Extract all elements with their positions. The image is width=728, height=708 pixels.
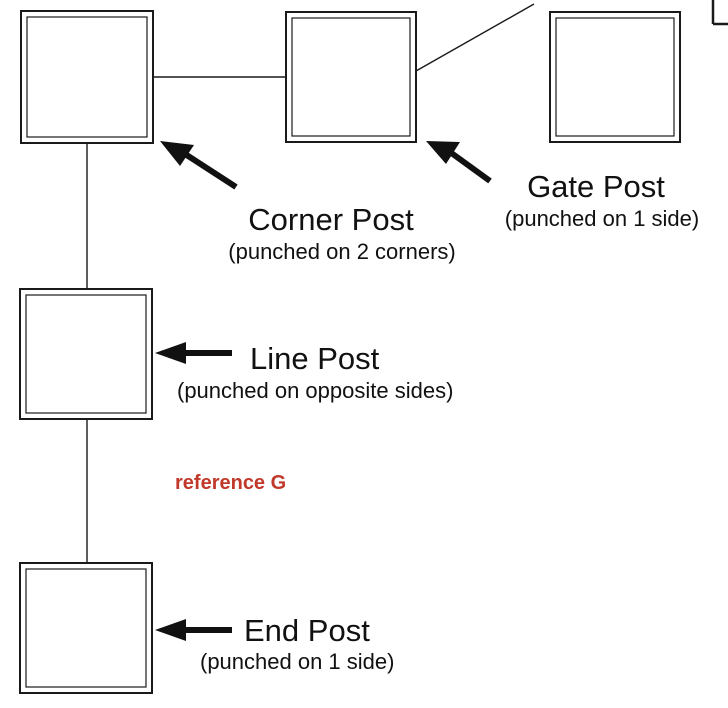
offpage-edge-mark: [711, 0, 728, 26]
reference-label: reference G: [175, 472, 286, 494]
fence-lines: [86, 3, 535, 563]
gate-post-subtitle: (punched on 1 side): [505, 206, 699, 231]
corner-post-square: [20, 10, 154, 144]
arrow-to-line-post: [155, 342, 232, 364]
gate-post-title: Gate Post: [527, 169, 665, 204]
line-post-title: Line Post: [250, 341, 380, 376]
end-post-subtitle: (punched on 1 side): [200, 649, 394, 674]
gate-post-square: [285, 11, 417, 143]
arrow-to-gate-post: [426, 141, 492, 184]
line-post-subtitle: (punched on opposite sides): [177, 378, 453, 403]
offpage-post-square: [549, 11, 681, 143]
end-post-title: End Post: [244, 613, 370, 648]
fence-line-gate-to-offpage: [415, 3, 535, 72]
arrow-to-end-post: [155, 619, 232, 641]
end-post-square: [19, 562, 153, 694]
corner-post-subtitle: (punched on 2 corners): [228, 239, 455, 264]
corner-post-title: Corner Post: [248, 202, 414, 237]
arrow-to-corner-post: [160, 141, 238, 190]
line-post-square: [19, 288, 153, 420]
